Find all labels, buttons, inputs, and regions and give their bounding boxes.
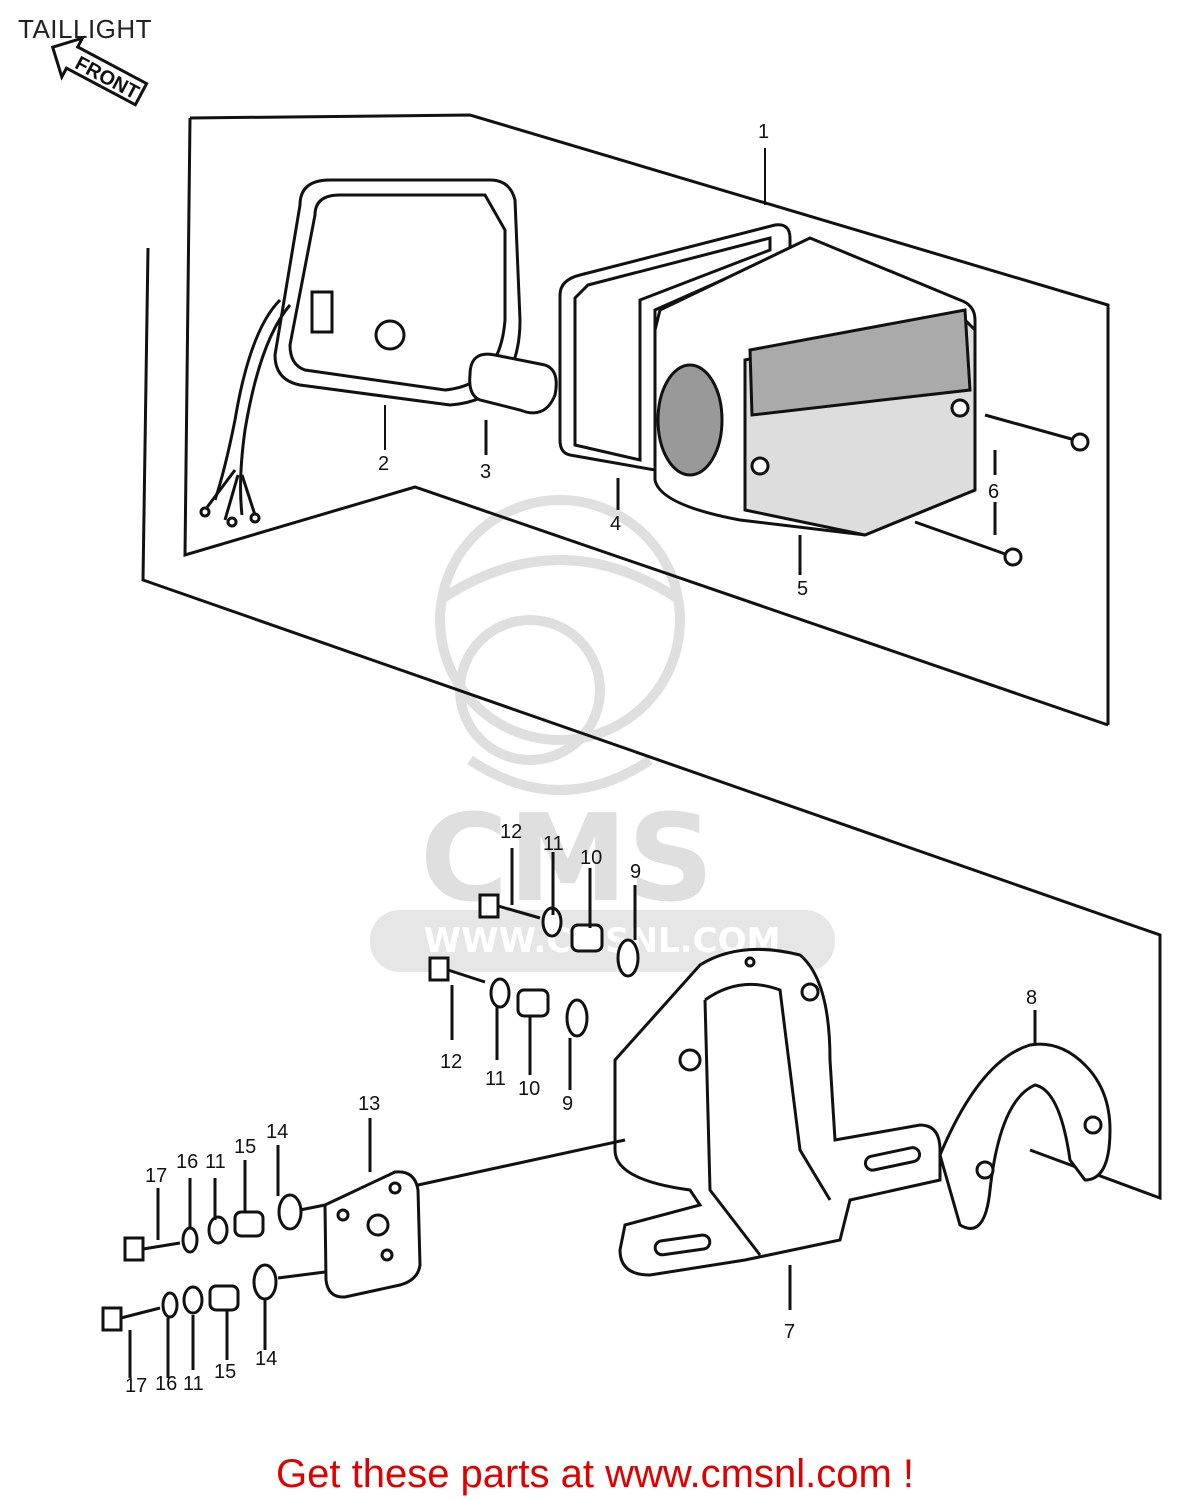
assembly-frame (141, 113, 1162, 1201)
part-lens (653, 236, 977, 575)
front-arrow-icon: FRONT (50, 35, 149, 107)
callout-17a: 17 (145, 1165, 167, 1187)
part-screws (914, 413, 1090, 567)
part-stay (938, 1010, 1112, 1230)
callout-11d: 11 (183, 1373, 204, 1395)
hardware-lower (101, 1145, 326, 1378)
callout-9a: 9 (630, 861, 641, 883)
footer-link[interactable]: Get these parts at www.cmsnl.com ! (276, 1452, 914, 1496)
callout-16a: 16 (176, 1151, 198, 1173)
front-arrow-label: FRONT (71, 52, 142, 104)
part-bracket (613, 947, 942, 1310)
part-gasket (558, 223, 792, 510)
callout-6: 6 (988, 481, 999, 503)
hardware-upper (428, 848, 640, 1090)
callout-15b: 15 (214, 1361, 236, 1383)
callout-4: 4 (610, 513, 621, 535)
callout-8: 8 (1026, 987, 1037, 1009)
callout-15a: 15 (234, 1136, 256, 1158)
callout-7: 7 (784, 1321, 795, 1343)
callout-11b: 11 (485, 1068, 506, 1090)
mascot-icon (435, 495, 685, 795)
callout-labels: 1 2 3 4 5 6 7 8 9 9 10 10 11 11 11 11 12… (125, 121, 1037, 1397)
callout-12b: 12 (440, 1051, 462, 1073)
watermark: CMS WWW.CMSNL.COM (370, 495, 835, 972)
callout-11a: 11 (543, 833, 564, 855)
callout-16b: 16 (155, 1373, 177, 1395)
part-bulb (468, 352, 558, 455)
callout-12a: 12 (500, 821, 522, 843)
callout-9b: 9 (562, 1093, 573, 1115)
callout-11c: 11 (205, 1151, 226, 1173)
watermark-text: CMS (420, 790, 714, 929)
callout-5: 5 (797, 578, 808, 600)
callout-10b: 10 (518, 1078, 540, 1100)
part-housing (199, 178, 522, 528)
page-title: TAILLIGHT (18, 14, 153, 44)
callout-3: 3 (480, 461, 491, 483)
callout-17b: 17 (125, 1375, 147, 1397)
callout-1: 1 (758, 121, 769, 143)
callout-14a: 14 (266, 1121, 288, 1143)
callout-10a: 10 (580, 847, 602, 869)
callout-14b: 14 (255, 1348, 277, 1370)
part-plate (323, 1118, 626, 1299)
callout-13: 13 (358, 1093, 380, 1115)
callout-2: 2 (378, 453, 389, 475)
